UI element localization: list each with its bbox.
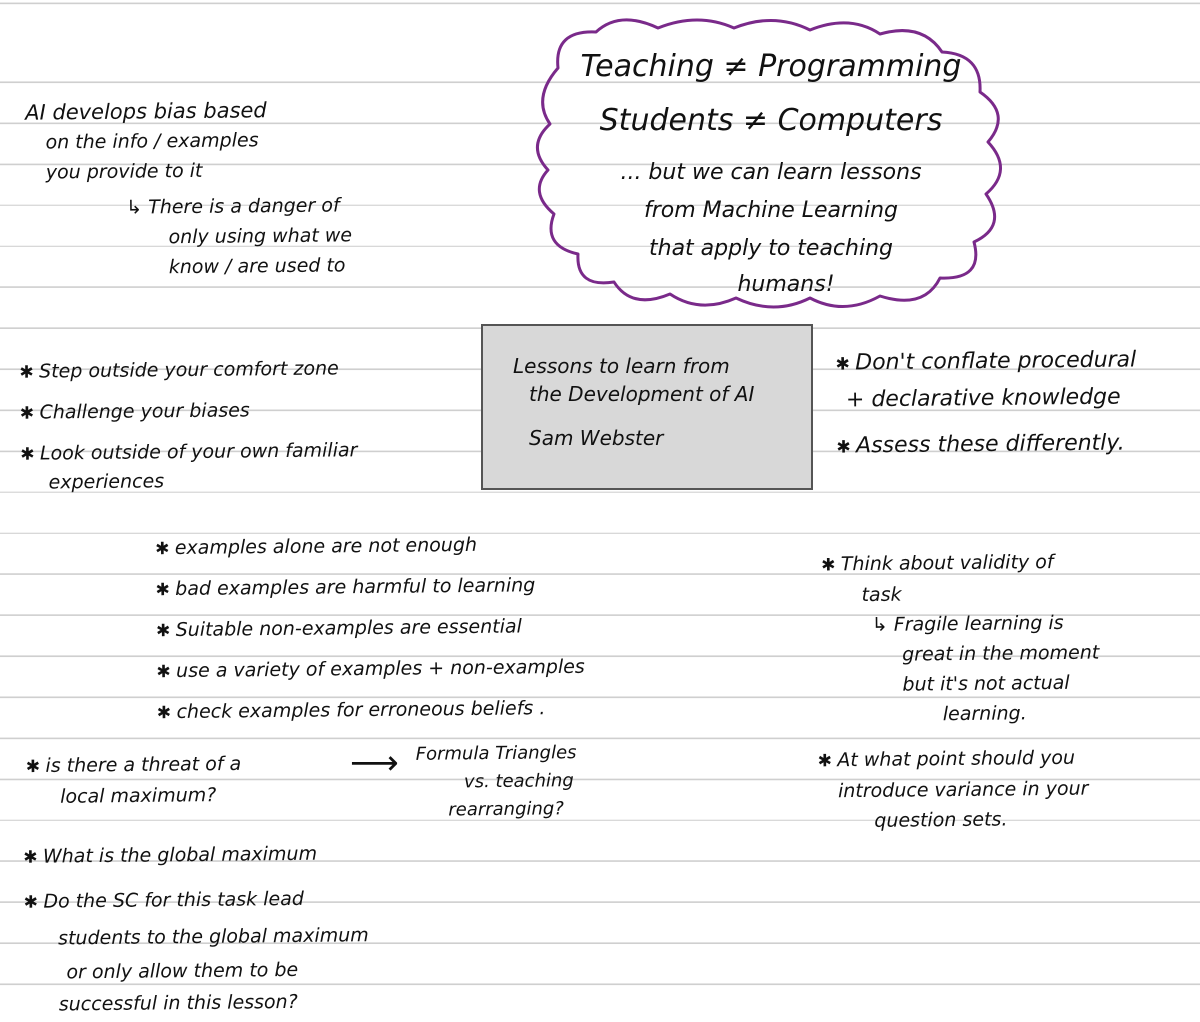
title-line-1: Lessons to learn from	[513, 354, 730, 378]
success-criteria-question: Do the SC for this task lead	[24, 879, 369, 922]
formula-line-2: vs. teaching	[463, 770, 574, 793]
list-item: Assess these differently.	[836, 425, 1137, 465]
local-max-line-2: local maximum?	[60, 784, 217, 808]
knowledge-list: Don't conflate procedural + declarative …	[835, 342, 1137, 465]
list-item: use a variety of examples + non-examples	[156, 647, 585, 692]
formula-triangles-note: Formula Triangles vs. teaching rearrangi…	[416, 739, 578, 825]
bias-line-1: AI develops bias based	[25, 98, 267, 125]
variance-line-2: introduce variance in your	[837, 777, 1089, 803]
bias-line-6: know / are used to	[168, 254, 346, 279]
variance-line-1: At what point should you	[818, 743, 1089, 777]
bias-line-3: you provide to it	[45, 159, 203, 184]
cloud-callout-outline	[536, 18, 1002, 309]
local-maximum-question: is there a threat of a local maximum?	[26, 749, 242, 812]
bias-line-2: on the info / examples	[45, 129, 259, 154]
cloud-line-6: humans!	[737, 272, 835, 297]
list-item: Don't conflate procedural	[835, 342, 1136, 382]
variance-line-3: question sets.	[874, 808, 1008, 832]
arrow-right-icon: ⟶	[350, 743, 399, 783]
global-maximum-questions: What is the global maximum Do the SC for…	[23, 834, 370, 1020]
validity-line-2: task	[861, 583, 902, 607]
sc-line-3: or only allow them to be	[66, 958, 299, 984]
validity-line-5: but it's not actual	[902, 671, 1070, 696]
validity-line-4: great in the moment	[902, 641, 1100, 666]
sc-line-2: students to the global maximum	[57, 924, 369, 950]
sc-line-4: successful in this lesson?	[58, 990, 298, 1016]
cloud-line-5: that apply to teaching	[649, 236, 893, 261]
cloud-text-group: Teaching ≠ Programming Students ≠ Comput…	[528, 10, 1014, 314]
list-item: check examples for erroneous beliefs .	[157, 688, 586, 733]
global-max-question: What is the global maximum	[23, 834, 368, 877]
title-box: Lessons to learn from the Development of…	[481, 324, 813, 490]
validity-line-1: Think about validity of	[821, 547, 1098, 581]
bias-line-4: There is a danger of	[26, 190, 352, 223]
bias-line-5: only using what we	[168, 224, 353, 249]
list-item: Step outside your comfort zone	[19, 348, 357, 393]
cloud-line-3: ... but we can learn lessons	[620, 160, 922, 185]
author-name: Sam Webster	[529, 426, 664, 450]
formula-line-1: Formula Triangles	[415, 742, 577, 765]
students-not-computers: Students ≠ Computers	[599, 103, 943, 138]
cloud-line-4: from Machine Learning	[643, 198, 899, 223]
variance-note: At what point should you introduce varia…	[818, 743, 1089, 837]
local-max-line-1: is there a threat of a	[26, 749, 242, 782]
list-item: bad examples are harmful to learning	[155, 565, 584, 610]
list-item: Challenge your biases	[20, 389, 358, 434]
title-line-2: the Development of AI	[529, 382, 755, 406]
comfort-zone-list: Step outside your comfort zone Challenge…	[19, 348, 358, 503]
list-item: examples alone are not enough	[155, 524, 584, 569]
validity-line-3: Fragile learning is	[822, 608, 1099, 641]
title-text: Lessons to learn from the Development of…	[513, 352, 754, 408]
examples-list: examples alone are not enough bad exampl…	[155, 524, 585, 733]
validity-note: Think about validity of task Fragile lea…	[821, 547, 1100, 731]
list-item: Suitable non-examples are essential	[156, 606, 585, 651]
bias-note: AI develops bias based on the info / exa…	[25, 94, 352, 283]
teaching-not-programming: Teaching ≠ Programming	[580, 49, 962, 84]
validity-line-6: learning.	[942, 702, 1027, 726]
formula-line-3: rearranging?	[448, 798, 564, 821]
list-item-continued: + declarative knowledge	[845, 384, 1121, 413]
